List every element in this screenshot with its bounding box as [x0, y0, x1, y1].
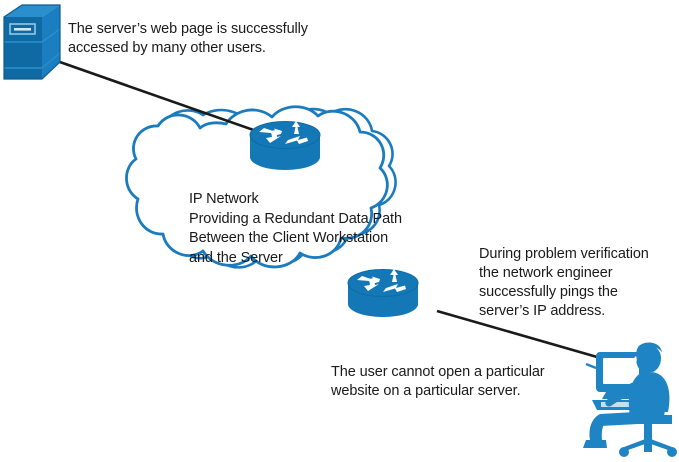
server-icon — [3, 4, 61, 80]
annotation-ping-note: During problem verification the network … — [479, 246, 649, 319]
router-top-arrows — [259, 121, 308, 144]
link-server-to-router-top — [56, 59, 263, 135]
link-router-bottom-to-workstation — [436, 309, 605, 361]
cloud-label: IP Network Providing a Redundant Data Pa… — [189, 191, 402, 266]
router-bottom-icon — [347, 269, 419, 317]
user-workstation-icon — [583, 342, 677, 457]
cloud-scallops — [125, 105, 389, 269]
annotation-user-note: The user cannot open a particular websit… — [331, 364, 545, 399]
router-bottom-arrows — [357, 269, 406, 292]
router-top-icon — [249, 121, 321, 170]
annotation-server-note: The server’s web page is successfully ac… — [68, 21, 308, 56]
